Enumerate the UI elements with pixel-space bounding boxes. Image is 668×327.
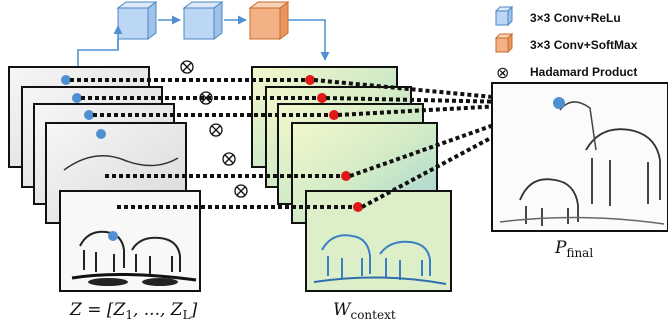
output-arrow xyxy=(288,19,330,61)
pixel-dot-icon xyxy=(61,75,71,85)
w-caption: Wcontext xyxy=(333,300,396,322)
legend: 3×3 Conv+ReLu 3×3 Conv+SoftMax ⊗ Hadamar… xyxy=(494,5,638,82)
feature-map-5 xyxy=(59,190,201,292)
conv-relu-block-2 xyxy=(182,1,224,40)
legend-conv-softmax-label: 3×3 Conv+SoftMax xyxy=(530,38,638,52)
final-map xyxy=(491,82,668,232)
z-caption: Z = [Z1, ..., ZL] xyxy=(69,300,198,322)
conv-relu-block-1 xyxy=(116,1,158,40)
hadamard-icon xyxy=(234,184,248,198)
hadamard-icon xyxy=(209,123,223,137)
feature-stack xyxy=(8,66,201,292)
pixel-dot-icon xyxy=(553,97,565,109)
hadamard-icon xyxy=(180,60,194,74)
legend-conv-softmax: 3×3 Conv+SoftMax xyxy=(494,32,638,54)
hadamard-icon: ⊗ xyxy=(496,63,509,82)
pixel-dot-icon xyxy=(72,93,82,103)
hadamard-icon xyxy=(199,91,213,105)
attention-stack xyxy=(251,66,452,292)
legend-hadamard: ⊗ Hadamard Product xyxy=(496,63,637,82)
hadamard-icon xyxy=(222,152,236,166)
pixel-dot-icon xyxy=(341,171,351,181)
pixel-dot-icon xyxy=(84,110,94,120)
p-caption: Pfinal xyxy=(554,238,593,260)
pixel-dot-icon xyxy=(353,202,363,212)
hadamard-symbols xyxy=(180,60,248,198)
pixel-dot-icon xyxy=(108,231,118,241)
conv-pipeline xyxy=(77,1,330,80)
legend-hadamard-label: Hadamard Product xyxy=(530,65,637,79)
conv-softmax-block xyxy=(248,1,290,40)
legend-conv-relu-label: 3×3 Conv+ReLu xyxy=(530,11,621,25)
pixel-dot-icon xyxy=(317,93,327,103)
conv-relu-block-icon xyxy=(494,5,514,27)
pixel-dot-icon xyxy=(96,129,106,139)
conv-softmax-block-icon xyxy=(494,32,514,54)
hadamard-connections xyxy=(70,78,354,209)
pixel-dot-icon xyxy=(305,75,315,85)
pixel-dot-icon xyxy=(329,110,339,120)
legend-conv-relu: 3×3 Conv+ReLu xyxy=(494,5,621,27)
